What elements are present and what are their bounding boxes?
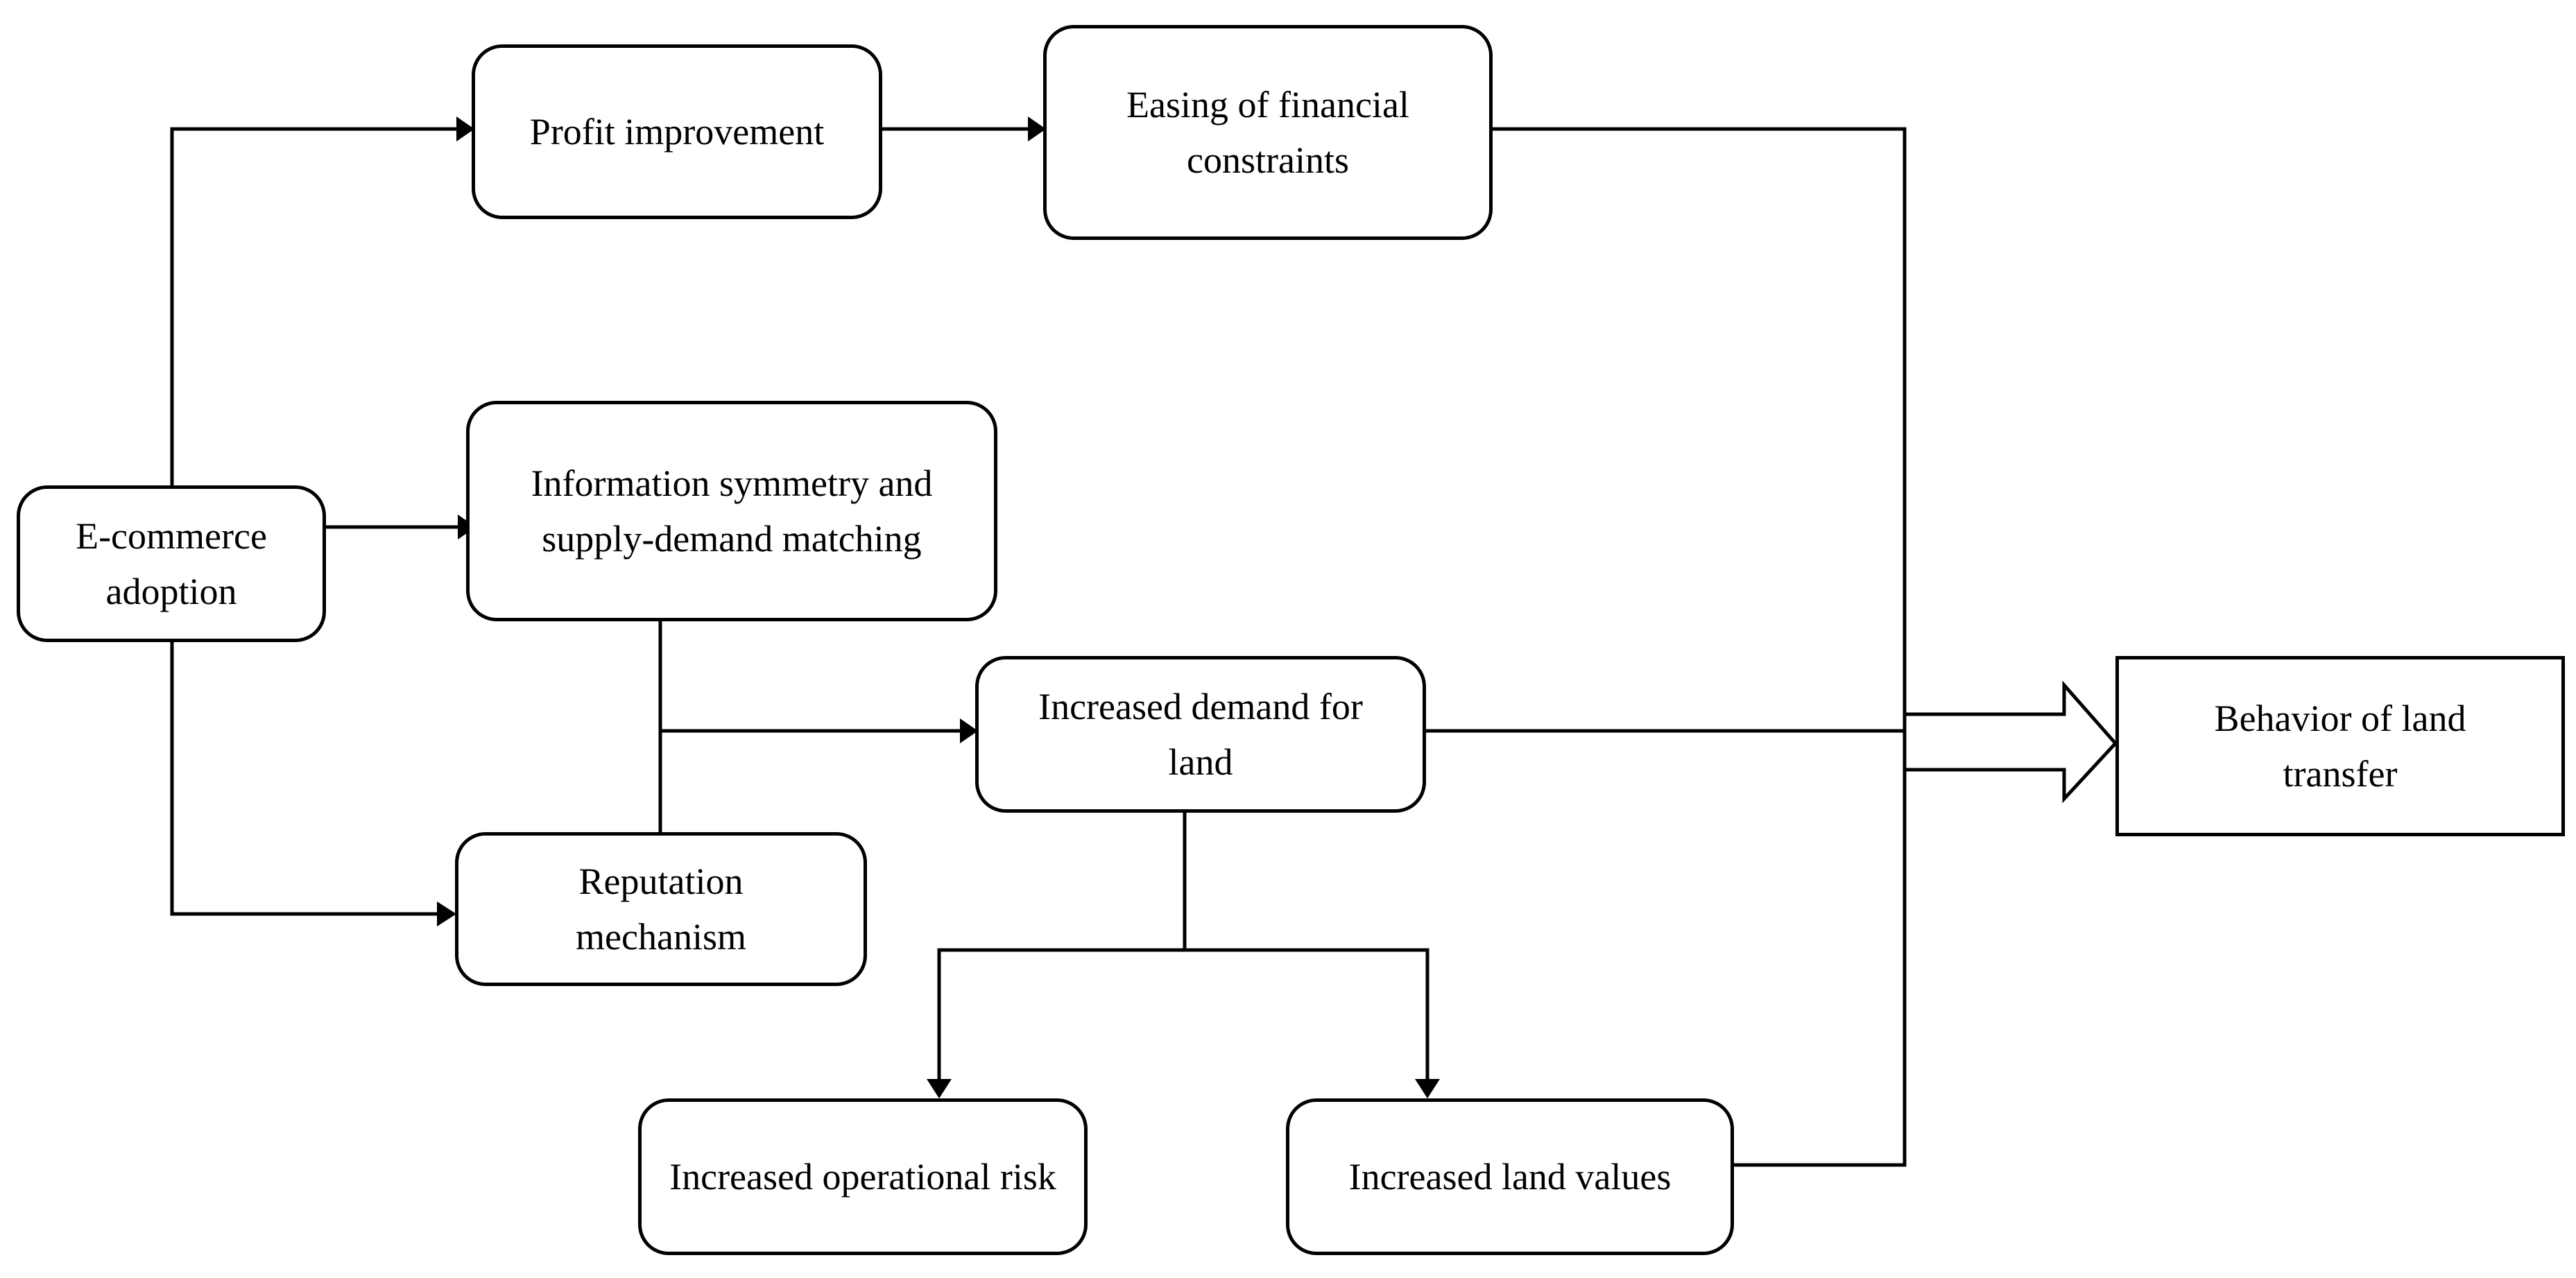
node-information-symmetry: Information symmetry and supply-demand m… <box>466 401 997 621</box>
node-reputation-mechanism: Reputation mechanism <box>455 832 867 986</box>
node-easing-financial-constraints: Easing of financial constraints <box>1043 25 1493 240</box>
arrowhead-reputation <box>437 901 456 926</box>
node-increased-operational-risk-label: Increased operational risk <box>669 1156 1056 1198</box>
node-ecommerce-adoption-label: E-commerce adoption <box>76 515 267 612</box>
edge-ecommerce-to-profit <box>170 127 458 487</box>
arrowhead-values <box>1415 1079 1440 1098</box>
node-increased-demand-for-land-label: Increased demand for land <box>1038 686 1363 783</box>
node-information-symmetry-label: Information symmetry and supply-demand m… <box>531 463 933 560</box>
edge-financial-to-trunk <box>1491 127 1907 1167</box>
node-increased-operational-risk: Increased operational risk <box>638 1098 1088 1255</box>
node-profit-improvement: Profit improvement <box>472 44 882 219</box>
node-behavior-of-land-transfer-label: Behavior of land transfer <box>2214 698 2466 795</box>
node-profit-improvement-label: Profit improvement <box>529 111 825 153</box>
edge-ecommerce-to-reputation <box>170 640 439 916</box>
node-behavior-of-land-transfer: Behavior of land transfer <box>2115 656 2565 836</box>
node-easing-financial-constraints-label: Easing of financial constraints <box>1126 84 1409 181</box>
node-reputation-mechanism-label: Reputation mechanism <box>576 861 746 958</box>
node-increased-demand-for-land: Increased demand for land <box>975 656 1426 813</box>
node-increased-land-values-label: Increased land values <box>1348 1156 1672 1198</box>
arrowhead-demand <box>960 718 978 743</box>
node-increased-land-values: Increased land values <box>1286 1098 1734 1255</box>
node-ecommerce-adoption: E-commerce adoption <box>17 485 326 642</box>
arrowhead-financial <box>1028 116 1046 141</box>
hollow-arrow-to-behavior <box>1903 680 2118 804</box>
arrowhead-profit <box>456 116 474 141</box>
arrowhead-risk <box>927 1079 952 1098</box>
